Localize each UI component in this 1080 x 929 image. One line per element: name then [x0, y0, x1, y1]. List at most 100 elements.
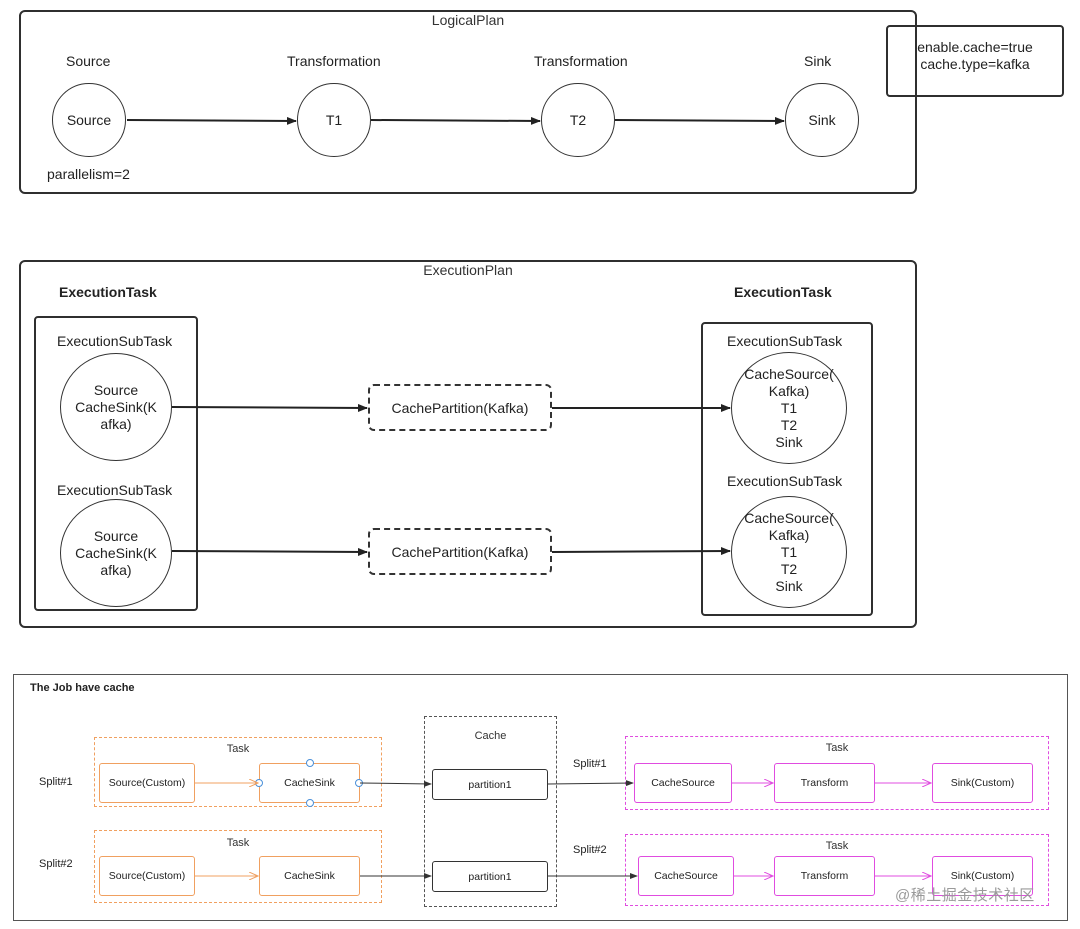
cache-partition-2[interactable]: CachePartition(Kafka) — [368, 528, 552, 575]
source-custom-label: Source(Custom) — [108, 777, 186, 789]
partition-box-2[interactable]: partition1 — [432, 861, 548, 892]
execution-plan-panel: ExecutionPlan — [19, 260, 917, 628]
split1-right-label: Split#1 — [573, 758, 607, 770]
left-subtask-1-circle[interactable]: Source CacheSink(K afka) — [60, 353, 172, 461]
task-group-1-title: Task — [226, 743, 250, 755]
circle-line: CacheSink(K — [75, 398, 157, 415]
source-custom-box-2[interactable]: Source(Custom) — [99, 856, 195, 896]
source-custom-label: Source(Custom) — [108, 870, 186, 882]
circle-line: CacheSource( — [744, 365, 834, 382]
task-group-1: Task — [94, 737, 382, 807]
cache-source-label: CacheSource — [654, 870, 718, 882]
circle-line: T1 — [780, 399, 798, 416]
cache-partition-1[interactable]: CachePartition(Kafka) — [368, 384, 552, 431]
config-box: enable.cache=true cache.type=kafka — [886, 25, 1064, 97]
arrow-subtask1-partition — [171, 403, 368, 412]
config-line-type: cache.type=kafka — [920, 56, 1030, 72]
circle-line: afka) — [100, 415, 132, 432]
right-execution-task-title: ExecutionTask — [734, 284, 832, 300]
t2-node-label: T2 — [569, 111, 587, 128]
circle-line: afka) — [100, 561, 132, 578]
logical-plan-title: LogicalPlan — [431, 12, 505, 28]
t2-node[interactable]: T2 — [541, 83, 615, 157]
execution-plan-title: ExecutionPlan — [423, 262, 513, 278]
transform-box-2[interactable]: Transform — [774, 856, 875, 896]
task-group-3-title: Task — [825, 742, 849, 754]
arrow-source-t1 — [126, 116, 297, 125]
circle-line: T2 — [780, 416, 798, 433]
arrow-t2-sink — [614, 116, 785, 125]
circle-line: Kafka) — [768, 382, 810, 399]
parallelism-label: parallelism=2 — [47, 166, 130, 182]
right-subtask-1-circle[interactable]: CacheSource( Kafka) T1 T2 Sink — [731, 352, 847, 464]
sink-node[interactable]: Sink — [785, 83, 859, 157]
sink-custom-box-1[interactable]: Sink(Custom) — [932, 763, 1033, 803]
partition-box-1[interactable]: partition1 — [432, 769, 548, 800]
resize-handle-bottom[interactable] — [306, 799, 314, 807]
t1-header: Transformation — [287, 53, 381, 69]
logical-plan-panel: LogicalPlan — [19, 10, 917, 194]
cache-sink-label: CacheSink — [284, 777, 335, 789]
circle-line: CacheSource( — [744, 509, 834, 526]
left-subtask-1-title: ExecutionSubTask — [57, 333, 173, 349]
transform-label: Transform — [800, 870, 849, 882]
cache-source-box-2[interactable]: CacheSource — [638, 856, 734, 896]
source-node[interactable]: Source — [52, 83, 126, 157]
left-subtask-2-circle[interactable]: Source CacheSink(K afka) — [60, 499, 172, 607]
left-execution-task-title: ExecutionTask — [59, 284, 157, 300]
task-group-2-title: Task — [226, 837, 250, 849]
arrow-partition-subtask2 — [551, 547, 731, 556]
task-group-4-title: Task — [825, 840, 849, 852]
left-execution-task — [34, 316, 198, 611]
sink-custom-label: Sink(Custom) — [950, 777, 1015, 789]
resize-handle-top[interactable] — [306, 759, 314, 767]
cache-partition-1-label: CachePartition(Kafka) — [391, 399, 529, 416]
right-execution-task — [701, 322, 873, 616]
right-subtask-2-circle[interactable]: CacheSource( Kafka) T1 T2 Sink — [731, 496, 847, 608]
cache-source-label: CacheSource — [651, 777, 715, 789]
circle-line: Source — [93, 381, 139, 398]
cache-sink-label: CacheSink — [284, 870, 335, 882]
split2-right-label: Split#2 — [573, 844, 607, 856]
cache-partition-2-label: CachePartition(Kafka) — [391, 543, 529, 560]
cache-sink-box-2[interactable]: CacheSink — [259, 856, 360, 896]
sink-custom-box-2[interactable]: Sink(Custom) — [932, 856, 1033, 896]
circle-line: CacheSink(K — [75, 544, 157, 561]
transform-box-1[interactable]: Transform — [774, 763, 875, 803]
job-cache-panel — [13, 674, 1068, 921]
circle-line: Source — [93, 527, 139, 544]
watermark: @稀土掘金技术社区 — [895, 887, 1035, 904]
job-cache-title: The Job have cache — [30, 682, 135, 694]
arrow-t1-t2 — [370, 116, 541, 125]
t1-node[interactable]: T1 — [297, 83, 371, 157]
right-subtask-1-title: ExecutionSubTask — [727, 333, 843, 349]
cache-source-box-1[interactable]: CacheSource — [634, 763, 732, 803]
arrow-subtask2-partition — [171, 547, 368, 556]
t1-node-label: T1 — [325, 111, 343, 128]
source-node-label: Source — [66, 111, 112, 128]
source-header: Source — [66, 53, 111, 69]
task-group-3: Task — [625, 736, 1049, 810]
right-subtask-2-title: ExecutionSubTask — [727, 473, 843, 489]
circle-line: Sink — [775, 433, 803, 450]
sink-custom-label: Sink(Custom) — [950, 870, 1015, 882]
cache-group: Cache — [424, 716, 557, 907]
transform-label: Transform — [800, 777, 849, 789]
partition-label: partition1 — [468, 870, 512, 883]
sink-header: Sink — [804, 53, 832, 69]
arrow-cachesink-partition-1 — [359, 780, 432, 787]
arrow-partition-cachesource-1 — [547, 780, 634, 787]
circle-line: T1 — [780, 543, 798, 560]
partition-label: partition1 — [468, 778, 512, 791]
task-group-4: Task — [625, 834, 1049, 906]
split2-label: Split#2 — [39, 858, 73, 870]
source-custom-box-1[interactable]: Source(Custom) — [99, 763, 195, 803]
left-subtask-2-title: ExecutionSubTask — [57, 482, 173, 498]
split1-label: Split#1 — [39, 776, 73, 788]
config-line-cache: enable.cache=true — [917, 39, 1033, 55]
t2-header: Transformation — [534, 53, 628, 69]
sink-node-label: Sink — [808, 111, 836, 128]
circle-line: Kafka) — [768, 526, 810, 543]
cache-group-title: Cache — [474, 730, 507, 742]
